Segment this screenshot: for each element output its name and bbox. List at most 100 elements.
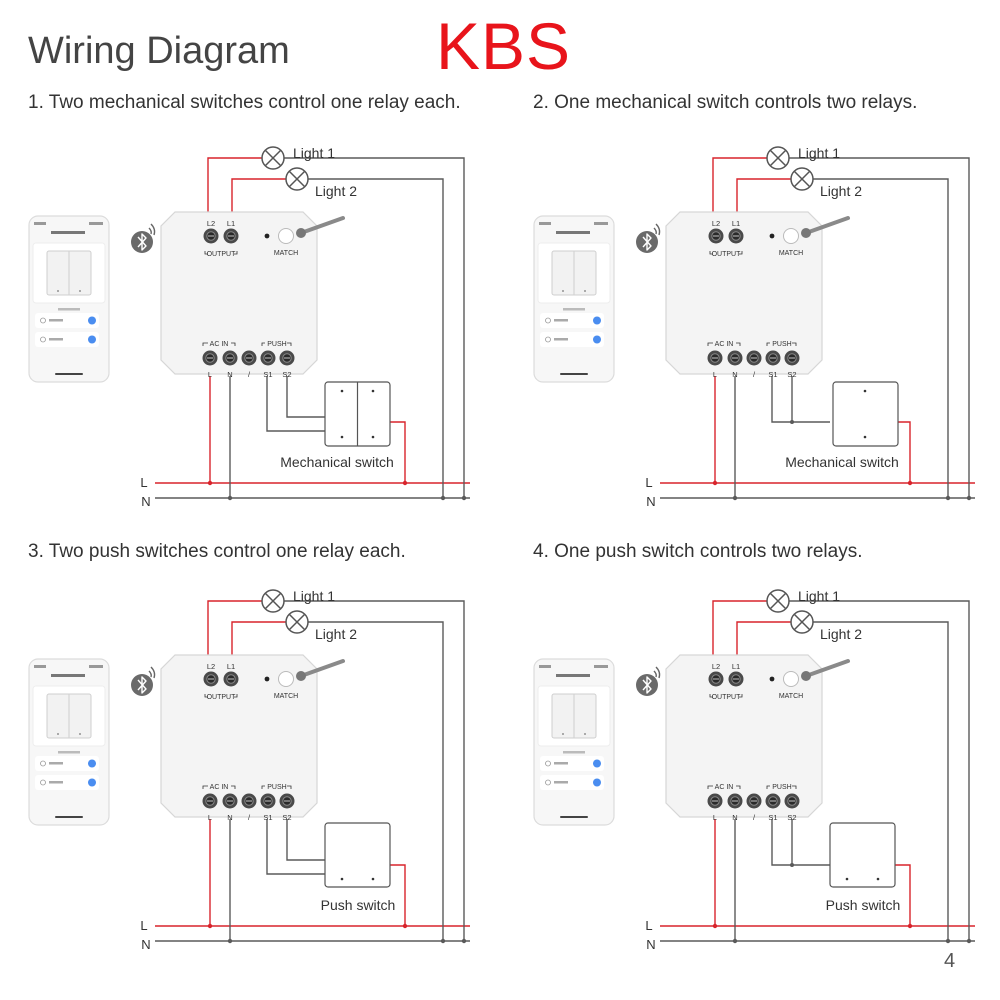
app-switch-row — [35, 775, 99, 790]
status-led — [769, 676, 775, 682]
wire-junction — [227, 938, 233, 944]
match-button — [783, 228, 799, 244]
app-switch-row — [540, 756, 604, 771]
terminal-l1-label: L1 — [732, 662, 740, 671]
terminal-blank — [241, 350, 257, 366]
push-switch — [829, 822, 896, 888]
status-led — [264, 676, 270, 682]
switch-live-wire — [390, 421, 406, 483]
page-title: Wiring Diagram — [28, 30, 290, 72]
terminal-l2-label: L2 — [207, 219, 215, 228]
terminal-l — [202, 350, 218, 366]
panel-2-caption: 2. One mechanical switch controls two re… — [533, 92, 918, 113]
s2-wire — [286, 376, 325, 418]
antenna-cable — [804, 659, 850, 678]
app-switch-row — [35, 332, 99, 347]
wire-junction — [440, 495, 446, 501]
acin-group-label: AC IN — [715, 341, 734, 348]
s1-wire — [266, 376, 325, 432]
terminal-s2-label: S2 — [787, 370, 796, 379]
wire-junction — [945, 938, 951, 944]
terminal-l2 — [708, 671, 724, 687]
light1-lamp-icon — [261, 589, 285, 613]
terminal-n — [727, 350, 743, 366]
switch-live-wire — [390, 864, 406, 926]
acin-group-label: AC IN — [715, 784, 734, 791]
brand-logo: KBS — [436, 9, 572, 83]
status-led — [769, 233, 775, 239]
light2-label: Light 2 — [820, 183, 862, 199]
push-group-label: PUSH — [772, 784, 791, 791]
relay-module — [160, 211, 345, 375]
light2-label: Light 2 — [315, 183, 357, 199]
output-group-label: OUTPUT — [712, 694, 742, 701]
l2-output-wire — [207, 157, 263, 230]
terminal-slash-label: / — [248, 370, 251, 379]
s1-wire — [771, 819, 830, 866]
wire-junction — [712, 923, 718, 929]
supply-l-label: L — [645, 475, 652, 490]
light2-lamp-icon — [285, 610, 309, 634]
panel-1-caption: 1. Two mechanical switches control one r… — [28, 92, 461, 113]
terminal-l2 — [708, 228, 724, 244]
light1-label: Light 1 — [293, 145, 335, 161]
switch-live-wire — [895, 421, 911, 483]
wire-junction — [732, 938, 738, 944]
push-group-label: PUSH — [267, 784, 286, 791]
switch-live-wire — [895, 864, 911, 926]
bluetooth-icon — [131, 666, 156, 696]
wire-junction — [907, 480, 913, 486]
app-switch-row — [540, 313, 604, 328]
terminal-l2 — [203, 228, 219, 244]
terminal-s1 — [260, 793, 276, 809]
output-group-label: OUTPUT — [207, 251, 237, 258]
acin-group-label: AC IN — [210, 341, 229, 348]
terminal-blank — [746, 793, 762, 809]
supply-n-label: N — [646, 494, 655, 509]
terminal-l2-label: L2 — [712, 662, 720, 671]
terminal-l-label: L — [713, 370, 717, 379]
terminal-slash-label: / — [753, 370, 756, 379]
terminal-n — [222, 793, 238, 809]
terminal-s2 — [279, 793, 295, 809]
terminal-s1-label: S1 — [263, 813, 272, 822]
bluetooth-icon — [636, 666, 661, 696]
match-label: MATCH — [274, 693, 298, 700]
terminal-l-label: L — [713, 813, 717, 822]
relay-module — [665, 654, 850, 818]
light2-neutral-wire — [813, 178, 949, 498]
light2-neutral-wire — [308, 178, 444, 498]
push-group-label: PUSH — [267, 341, 286, 348]
terminal-l-label: L — [208, 813, 212, 822]
terminal-s1 — [260, 350, 276, 366]
app-switch-row — [35, 756, 99, 771]
light1-neutral-wire — [788, 157, 970, 498]
light2-label: Light 2 — [315, 626, 357, 642]
light1-lamp-icon — [766, 589, 790, 613]
terminal-s1-label: S1 — [263, 370, 272, 379]
wire-junction — [907, 923, 913, 929]
terminal-n-label: N — [732, 813, 737, 822]
supply-n-label: N — [646, 937, 655, 952]
panel-4-caption: 4. One push switch controls two relays. — [533, 541, 863, 562]
smartphone-app — [533, 658, 615, 826]
light2-lamp-icon — [790, 167, 814, 191]
terminal-n — [727, 793, 743, 809]
switch-label: Push switch — [321, 897, 396, 913]
supply-n-label: N — [141, 494, 150, 509]
mechanical-switch-single — [832, 381, 899, 447]
switch-label: Push switch — [826, 897, 901, 913]
terminal-s2-label: S2 — [282, 370, 291, 379]
terminal-s1 — [765, 350, 781, 366]
terminal-l-label: L — [208, 370, 212, 379]
wire-junction — [945, 495, 951, 501]
terminal-l1-label: L1 — [227, 219, 235, 228]
light1-lamp-icon — [766, 146, 790, 170]
smartphone-app — [28, 658, 110, 826]
terminal-s2 — [279, 350, 295, 366]
